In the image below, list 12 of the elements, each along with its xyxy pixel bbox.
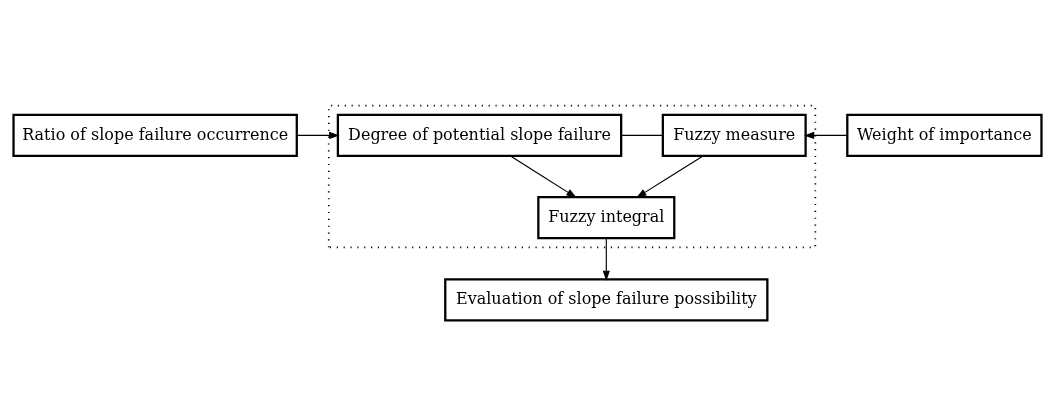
arrow	[636, 155, 704, 198]
arrow	[509, 155, 577, 198]
node-box: Fuzzy measure	[661, 113, 807, 157]
node-box: Fuzzy integral	[537, 195, 676, 239]
connector	[620, 134, 664, 136]
node-box: Degree of potential slope failure	[336, 113, 623, 157]
node-box: Evaluation of slope failure possibility	[444, 277, 769, 322]
arrow	[602, 237, 610, 281]
node-box: Ratio of slope failure occurrence	[12, 113, 298, 157]
arrow	[296, 131, 340, 139]
arrow	[803, 131, 848, 139]
node-box: Weight of importance	[846, 113, 1043, 157]
